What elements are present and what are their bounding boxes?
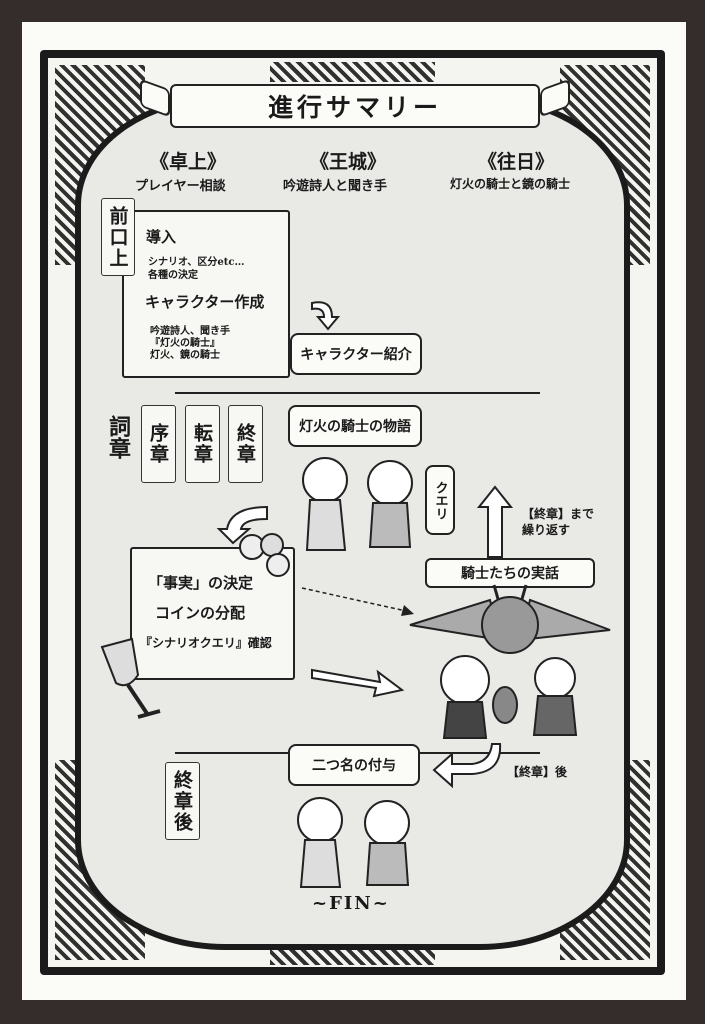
page-title: 進行サマリー [267, 93, 442, 122]
true-story-banner: 騎士たちの実話 [425, 558, 595, 588]
prologue-line: 吟遊詩人、聞き手 [150, 326, 230, 337]
decision-line: 『シナリオクエリ』確認 [140, 636, 272, 650]
curved-down-arrow-icon [216, 505, 268, 545]
end-text: ~FIN~ [312, 893, 390, 914]
chapter-tag-final: 終章 [228, 405, 263, 483]
column-heading-table: 《卓上》 [150, 151, 227, 173]
curved-arrow-icon [311, 301, 341, 331]
character-intro-bubble: キャラクター紹介 [290, 333, 422, 375]
prologue-heading: 導入 [146, 228, 177, 246]
title-banner: 進行サマリー [170, 84, 540, 128]
prologue-line: 『灯火の騎士』 [150, 338, 220, 349]
column-subtitle: 吟遊詩人と聞き手 [283, 179, 388, 194]
knights-illustration [440, 655, 578, 739]
epithet-bubble: 二つ名の付与 [288, 744, 420, 786]
top-ornament [270, 62, 435, 82]
prologue-heading: キャラクター作成 [145, 293, 265, 311]
return-arrow-icon [432, 743, 502, 789]
query-bubble: クエリ [425, 465, 455, 535]
dashed-arrow [301, 587, 414, 616]
chapters-label: 詞章 [105, 415, 131, 459]
epilogue-tag: 終章後 [165, 762, 200, 840]
prologue-tag: 前口上 [101, 198, 135, 276]
bard-character-illustration [302, 457, 413, 551]
column-subtitle: プレイヤー相談 [135, 179, 226, 194]
decision-line: コインの分配 [155, 604, 246, 622]
repeat-note: 【終章】まで [522, 507, 595, 521]
chalice-icon [100, 637, 161, 719]
prologue-box [122, 210, 290, 378]
chapter-tag-prologue: 序章 [141, 405, 176, 483]
true-story-banner-label: 騎士たちの実話 [461, 566, 559, 582]
repeat-note: 繰り返す [522, 523, 571, 537]
bottom-ornament [270, 945, 435, 965]
chapter-tag-turn: 転章 [185, 405, 220, 483]
prologue-line: 各種の決定 [148, 270, 198, 281]
dragon-illustration [409, 584, 611, 654]
decision-line: 「事実」の決定 [148, 574, 254, 592]
column-heading-past: 《往日》 [478, 151, 555, 173]
bard-character-illustration [297, 797, 410, 888]
column-subtitle: 灯火の騎士と鏡の騎士 [450, 177, 571, 191]
section-divider [175, 392, 540, 394]
after-final-note: 【終章】後 [507, 765, 568, 779]
story-bubble: 灯火の騎士の物語 [288, 405, 422, 447]
right-arrow-icon [311, 668, 405, 698]
prologue-line: シナリオ、区分etc… [148, 257, 245, 268]
coins-icon [239, 533, 290, 577]
prologue-line: 灯火、鏡の騎士 [150, 350, 220, 361]
column-heading-castle: 《王城》 [310, 151, 387, 173]
up-arrow-icon [476, 485, 514, 558]
